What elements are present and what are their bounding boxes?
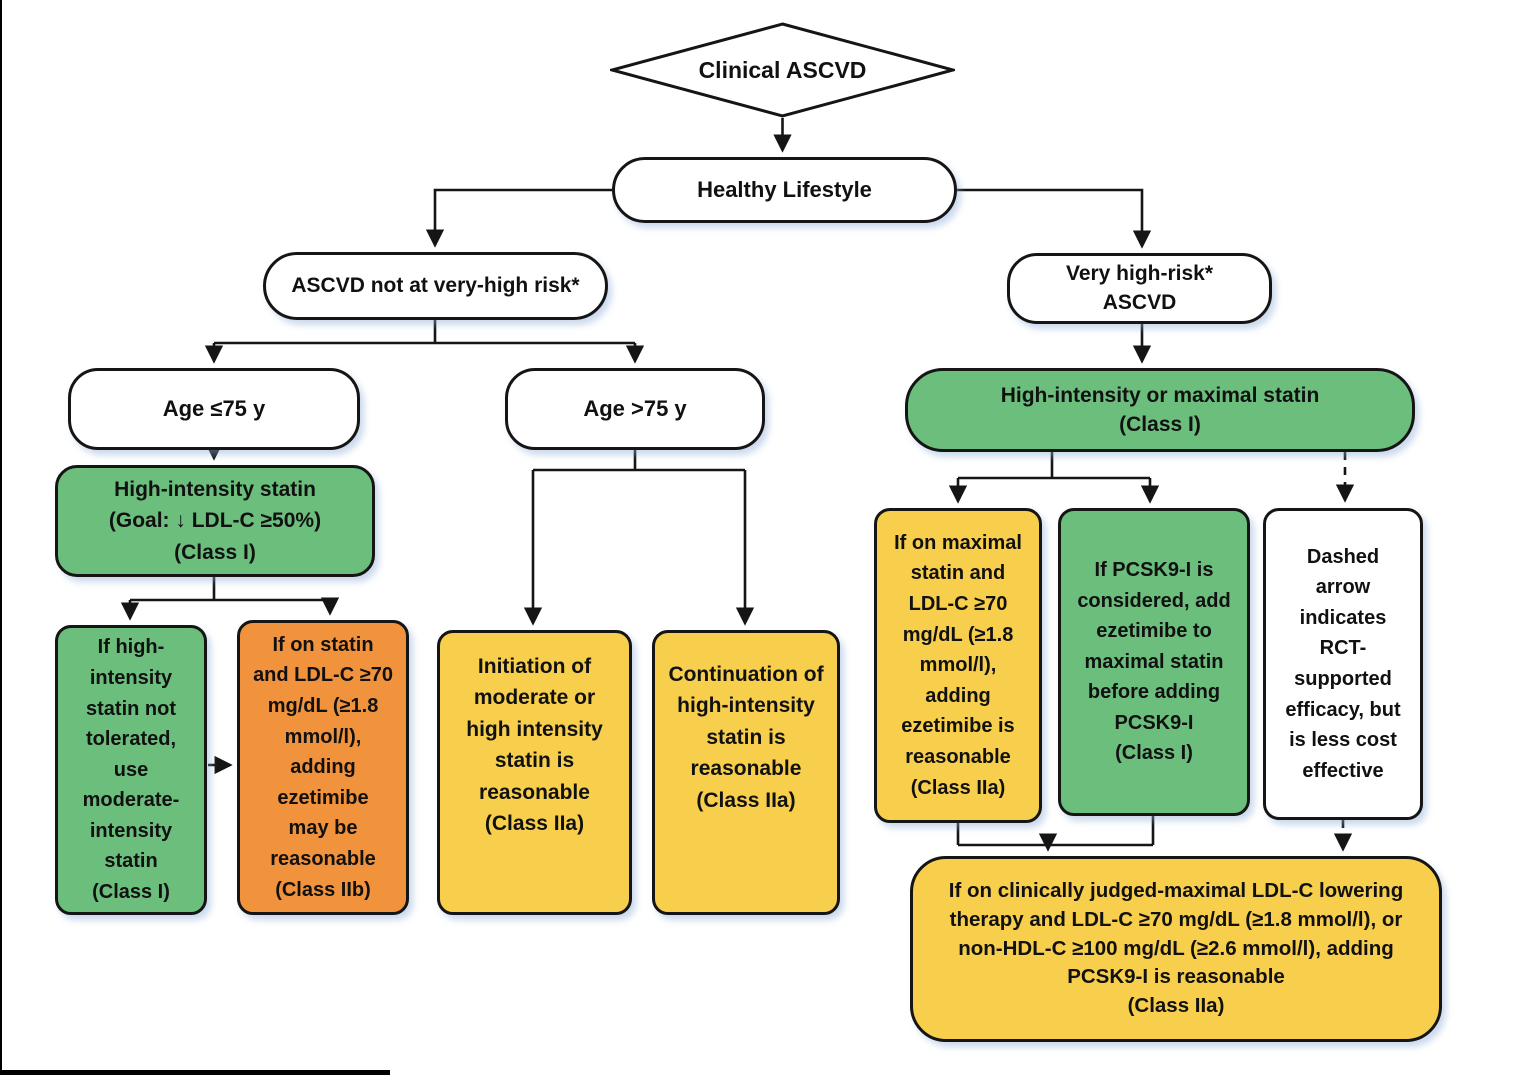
node-dashed-arrow-note: Dashed arrow indicates RCT- supported ef… xyxy=(1263,508,1423,820)
node-maximal-statin-add-ezetimibe: If on maximal statin and LDL-C ≥70 mg/dL… xyxy=(874,508,1042,823)
node-healthy-lifestyle: Healthy Lifestyle xyxy=(612,157,957,223)
node-high-intensity-or-maximal-statin: High-intensity or maximal statin (Class … xyxy=(905,368,1415,452)
connector-notrisk-split xyxy=(214,320,635,345)
node-add-ezetimibe-class-iib: If on statin and LDL-C ≥70 mg/dL (≥1.8 m… xyxy=(237,620,409,915)
node-high-intensity-statin: High-intensity statin (Goal: ↓ LDL-C ≥50… xyxy=(55,465,375,577)
node-label: Age >75 y xyxy=(583,396,687,421)
node-label: If on statin and LDL-C ≥70 mg/dL (≥1.8 m… xyxy=(253,633,393,901)
node-label: Very high-risk* ASCVD xyxy=(1065,262,1214,314)
node-label: Age ≤75 y xyxy=(162,396,266,421)
diamond-shape xyxy=(606,22,959,118)
node-continuation-statin: Continuation of high-intensity statin is… xyxy=(652,630,840,915)
connector-maxstatin-split xyxy=(958,452,1150,480)
connector-histatin-split xyxy=(130,577,330,602)
arrow-healthy-to-notrisk xyxy=(425,188,612,248)
node-initiation-statin: Initiation of moderate or high intensity… xyxy=(437,630,632,915)
node-pcsk9-considered: If PCSK9-I is considered, add ezetimibe … xyxy=(1058,508,1250,816)
node-label: High-intensity or maximal statin (Class … xyxy=(1000,383,1320,436)
node-label: If on clinically judged-maximal LDL-C lo… xyxy=(948,879,1404,1018)
node-label: ASCVD not at very-high risk* xyxy=(291,274,580,297)
node-label: Clinical ASCVD xyxy=(698,56,867,83)
node-label: If high- intensity statin not tolerated,… xyxy=(82,636,180,904)
node-statin-not-tolerated: If high- intensity statin not tolerated,… xyxy=(55,625,207,915)
node-label: Healthy Lifestyle xyxy=(697,177,872,202)
node-clinical-ascvd: Clinical ASCVD xyxy=(606,22,959,118)
bottom-edge-line xyxy=(0,1070,390,1075)
node-label: High-intensity statin (Goal: ↓ LDL-C ≥50… xyxy=(108,477,322,564)
node-pcsk9-reasonable: If on clinically judged-maximal LDL-C lo… xyxy=(910,856,1442,1042)
connector-agegt-split xyxy=(533,450,745,472)
node-label: Initiation of moderate or high intensity… xyxy=(466,654,603,836)
node-label: If on maximal statin and LDL-C ≥70 mg/dL… xyxy=(894,531,1022,799)
node-age-gt-75: Age >75 y xyxy=(505,368,765,450)
node-ascvd-not-very-high-risk: ASCVD not at very-high risk* xyxy=(263,252,608,320)
node-age-le-75: Age ≤75 y xyxy=(68,368,360,450)
node-label: If PCSK9-I is considered, add ezetimibe … xyxy=(1077,558,1231,765)
arrow-healthy-to-veryrisk xyxy=(957,188,1152,249)
node-very-high-risk-ascvd: Very high-risk* ASCVD xyxy=(1007,253,1272,324)
left-edge-line xyxy=(0,0,2,1072)
node-label: Dashed arrow indicates RCT- supported ef… xyxy=(1285,545,1401,782)
node-label: Continuation of high-intensity statin is… xyxy=(668,662,824,812)
